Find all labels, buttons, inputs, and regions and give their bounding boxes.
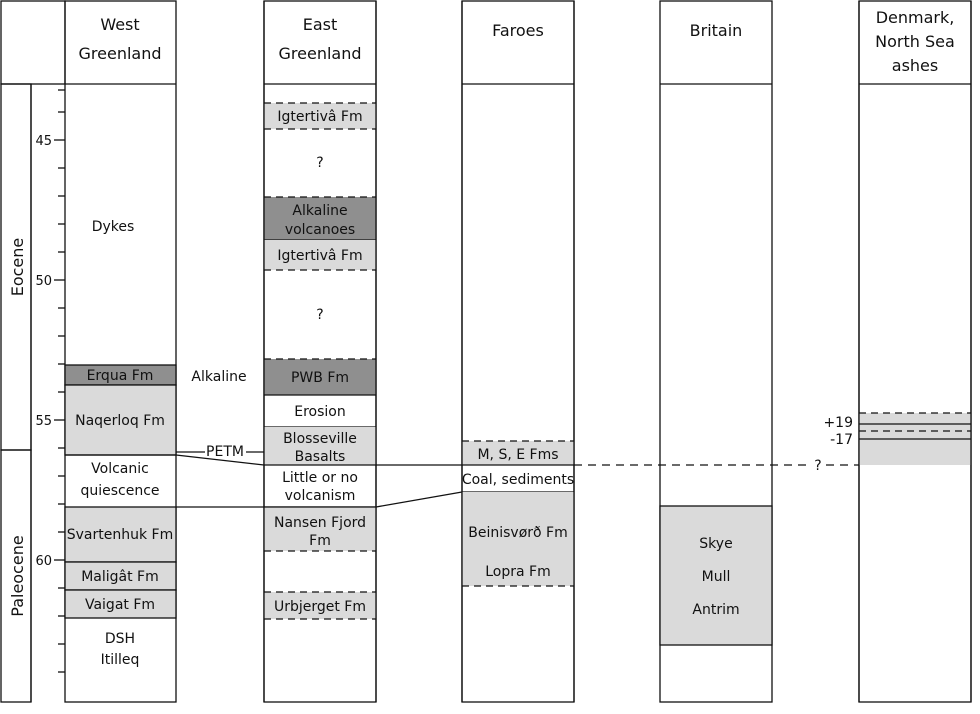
faroes-lopra: Lopra Fm [485, 564, 550, 580]
eg-question-2: ? [316, 307, 323, 323]
header-east-greenland-line1: East [303, 15, 338, 34]
alkaline-volcanoes-box [264, 197, 376, 240]
britain-column [659, 0, 773, 703]
label-petm: PETM [206, 444, 244, 460]
wg-erqua: Erqua Fm [87, 368, 154, 384]
epoch-paleocene: Paleocene [8, 535, 27, 616]
vaigat-fm-box [64, 589, 177, 619]
west-greenland-column [64, 0, 177, 703]
tick-55: 55 [35, 414, 52, 429]
eg-nansen-line1: Nansen Fjord [274, 515, 366, 531]
header-west-greenland-line2: Greenland [79, 44, 162, 63]
igtertiva-mid-box [264, 240, 376, 270]
britain-skye: Skye [699, 536, 732, 552]
tick-60: 60 [35, 554, 52, 569]
wg-dsh: DSH [105, 631, 135, 647]
eg-question-1: ? [316, 155, 323, 171]
eg-little-line2: volcanism [285, 488, 356, 504]
igtertiva-top-box [264, 103, 376, 129]
denmark-minus17: -17 [830, 432, 853, 448]
beinisvord-lopra-box [462, 492, 574, 586]
eg-blosseville-line1: Blosseville [283, 431, 357, 447]
eg-little-line1: Little or no [282, 470, 358, 486]
wg-vaigat: Vaigat Fm [85, 597, 155, 613]
eg-alkaline-volcanoes-line1: Alkaline [292, 203, 347, 219]
header-denmark-line1: Denmark, [876, 8, 955, 27]
eg-nansen-line2: Fm [309, 533, 331, 549]
denmark-plus19: +19 [823, 415, 853, 431]
age-ticks [54, 89, 65, 673]
eg-blosseville-line2: Basalts [295, 449, 346, 465]
mse-fms-box [462, 441, 574, 465]
wg-quiescence-line1: Volcanic [91, 461, 149, 477]
eg-alkaline-volcanoes-line2: volcanoes [285, 222, 355, 238]
tick-45: 45 [35, 134, 52, 149]
header-west-greenland-line1: West [100, 15, 139, 34]
header-britain: Britain [690, 21, 743, 40]
britain-mull: Mull [702, 569, 731, 585]
faroes-coal: Coal, sediments [462, 472, 574, 488]
wg-svartenhuk: Svartenhuk Fm [67, 527, 173, 543]
denmark-column [858, 0, 972, 703]
eg-urbjerget: Urbjerget Fm [274, 599, 366, 615]
wg-itilleq: Itilleq [101, 652, 140, 668]
wg-quiescence-line2: quiescence [80, 483, 159, 499]
faroes-mse: M, S, E Fms [477, 447, 558, 463]
britain-antrim: Antrim [692, 602, 739, 618]
header-denmark-line2: North Sea [875, 32, 955, 51]
wg-maligat: Maligât Fm [81, 569, 159, 585]
blosseville-basalts-box [264, 427, 376, 465]
axis-header-cell [0, 0, 66, 85]
urbjerget-box [264, 592, 376, 619]
eg-erosion: Erosion [294, 404, 345, 420]
nansen-fjord-box [264, 507, 376, 551]
label-alkaline: Alkaline [191, 369, 246, 385]
eg-pwb: PWB Fm [291, 370, 349, 386]
tick-50: 50 [35, 274, 52, 289]
faroes-column [461, 0, 575, 703]
header-denmark-line3: ashes [892, 56, 938, 75]
wg-naqerloq: Naqerloq Fm [75, 413, 165, 429]
header-east-greenland-line2: Greenland [279, 44, 362, 63]
eg-igtertiva-mid: Igtertivâ Fm [277, 248, 362, 264]
correlation-wg-eg-upper [175, 454, 265, 466]
faroes-beinisvord: Beinisvørð Fm [468, 525, 567, 541]
header-faroes: Faroes [492, 21, 544, 40]
denmark-question: ? [814, 458, 821, 474]
epoch-eocene: Eocene [8, 238, 27, 297]
wg-dykes: Dykes [92, 219, 135, 235]
naqerloq-fm-box [64, 384, 177, 456]
correlation-eg-faroes-lower [375, 491, 463, 508]
britain-volcanics-box [659, 505, 773, 646]
pwb-fm-box [264, 359, 376, 395]
eg-igtertiva-top: Igtertivâ Fm [277, 109, 362, 125]
